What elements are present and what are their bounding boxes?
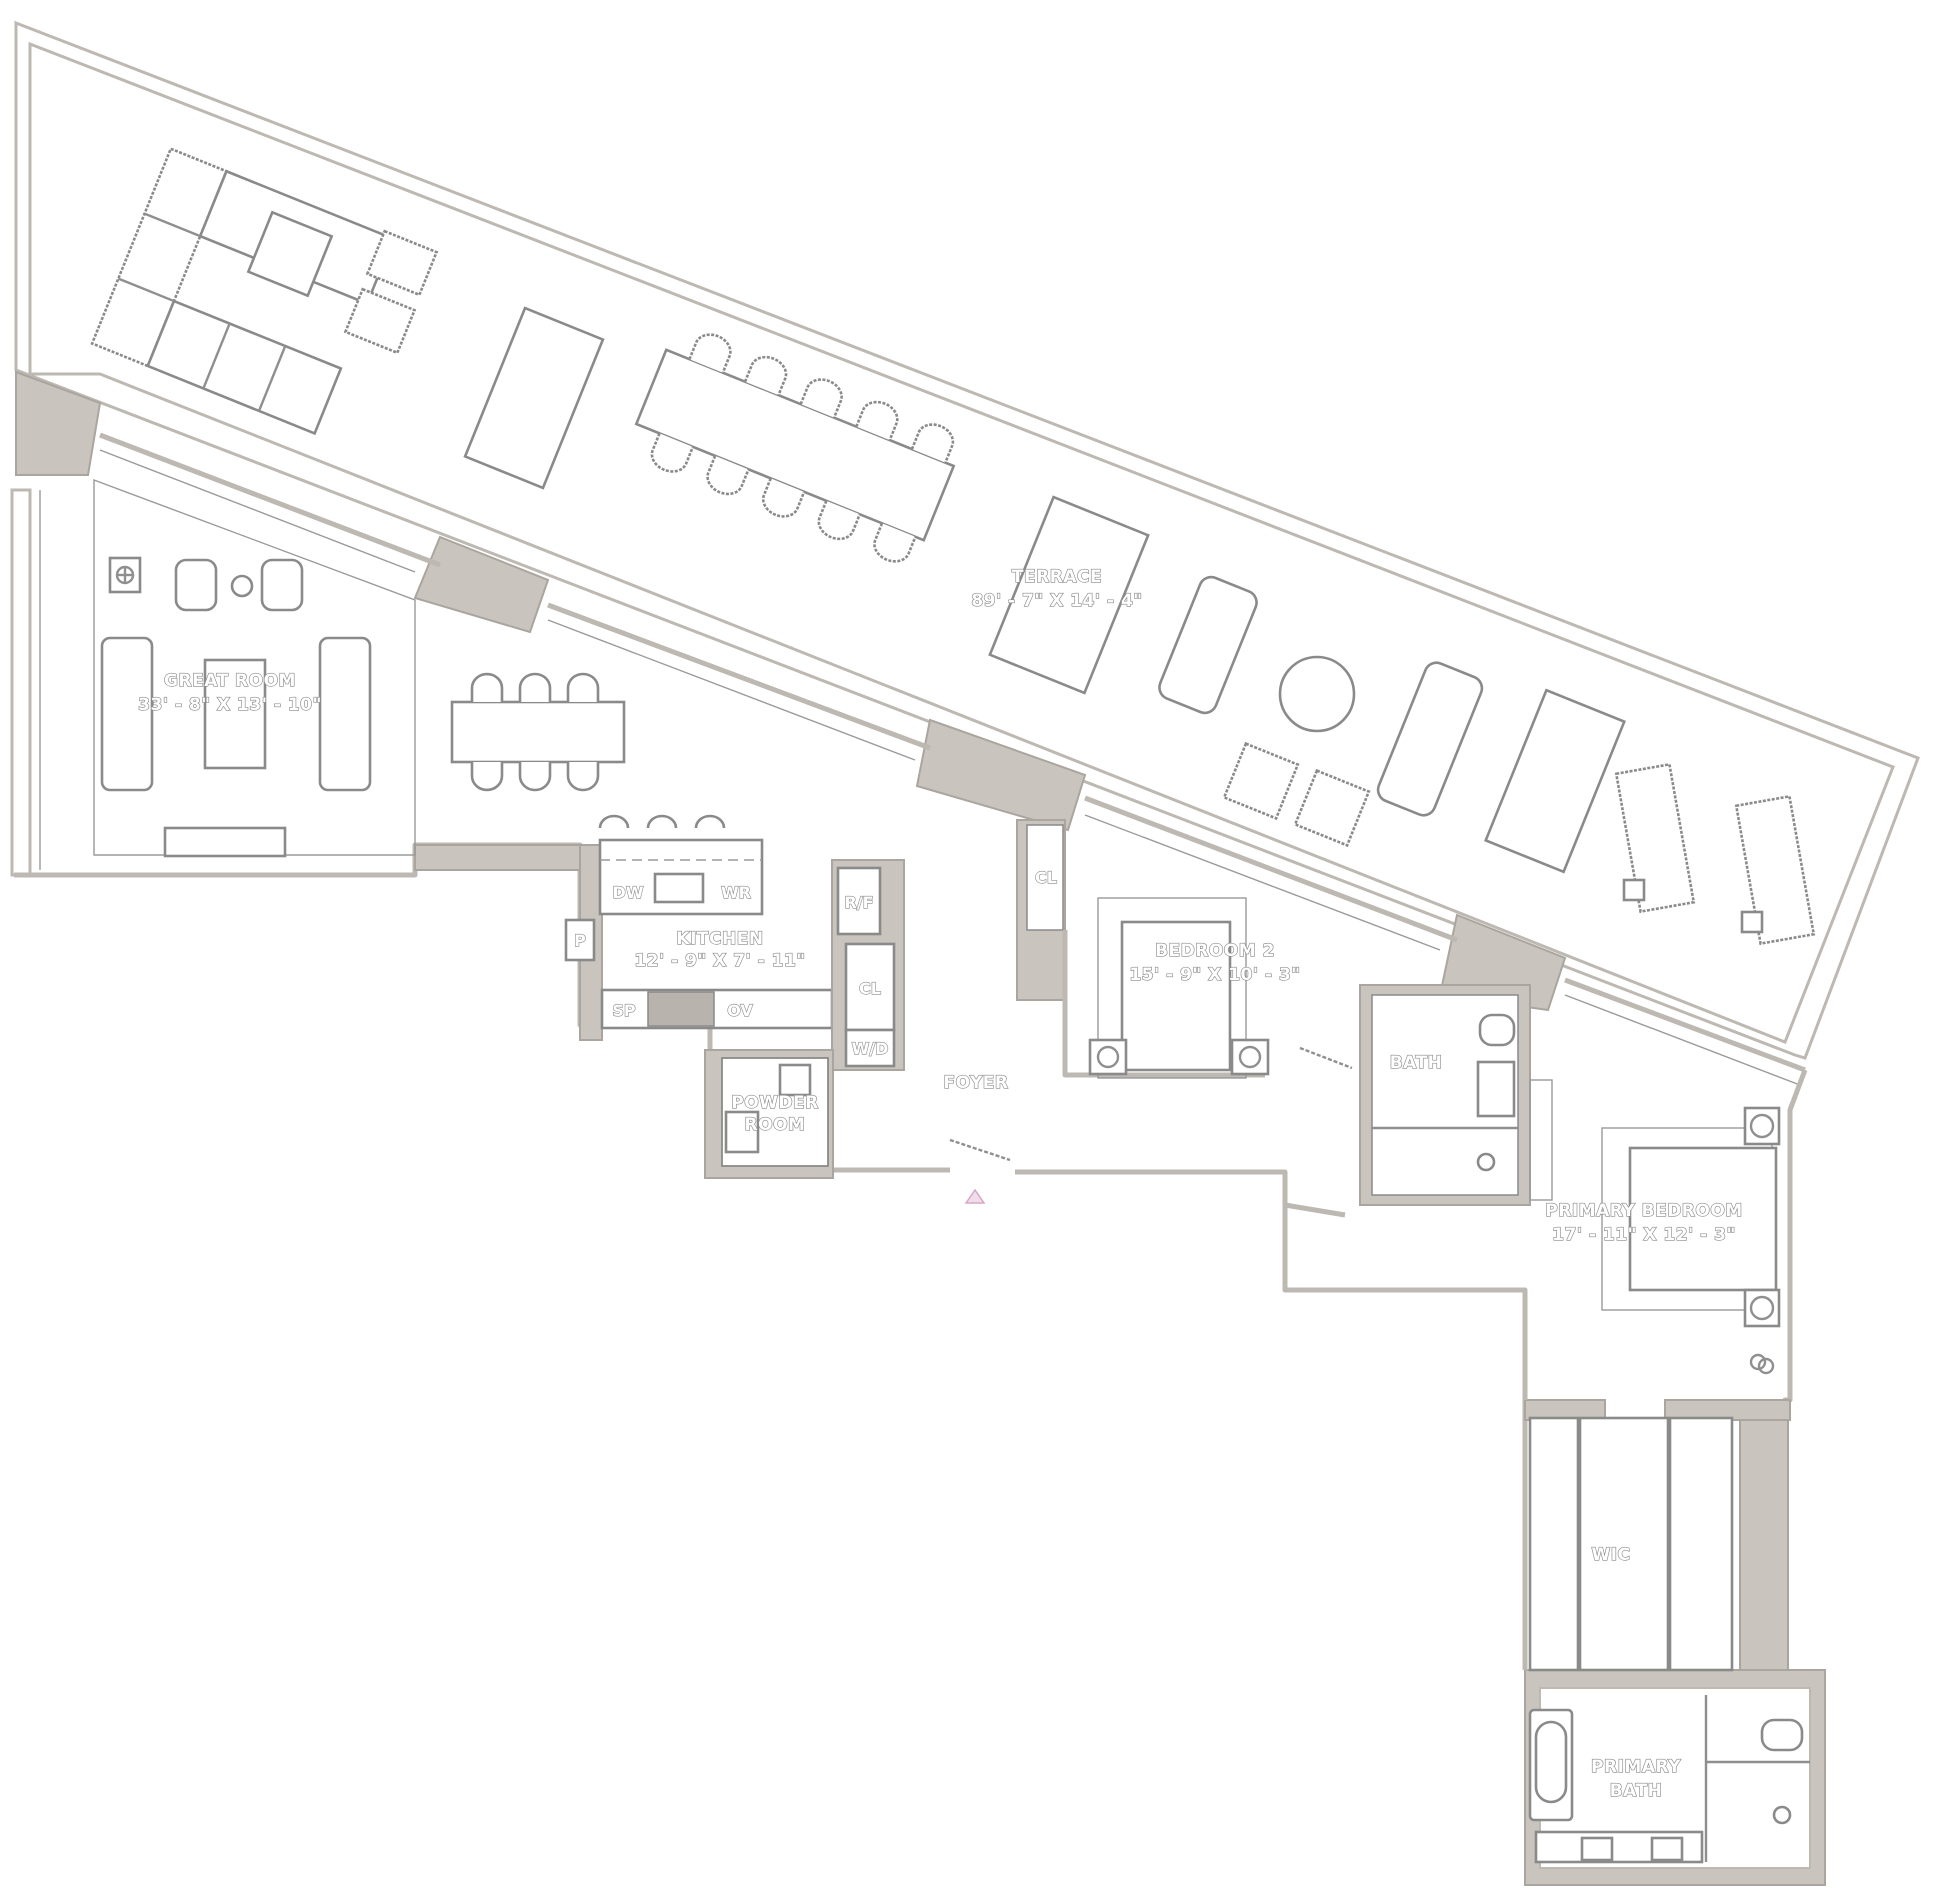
primary-bath-label-line1: PRIMARY — [1591, 1757, 1681, 1777]
bath-label: BATH — [1390, 1053, 1443, 1073]
primary-bath — [1528, 1695, 1810, 1864]
bedroom-2 — [1016, 819, 1353, 1079]
kitchen — [564, 814, 905, 1071]
wic-label: WIC — [1591, 1545, 1630, 1565]
walk-in-closet — [1528, 1416, 1734, 1672]
fixture-labels: DW WR SP OV R/F CL W/D P CL — [574, 867, 1058, 1058]
bedroom-2-label: BEDROOM 2 — [1155, 941, 1275, 961]
great-room-dims: 33' - 8" X 13' - 10" — [138, 695, 322, 715]
powder-room — [704, 1049, 834, 1179]
washer-dryer-label: W/D — [852, 1039, 889, 1058]
pantry-label: P — [574, 931, 586, 950]
primary-bath-label-line2: BATH — [1610, 1781, 1663, 1801]
great-room-label: GREAT ROOM — [164, 671, 296, 691]
primary-bedroom-label: PRIMARY BEDROOM — [1545, 1201, 1742, 1221]
powder-room-label-line1: POWDER — [731, 1093, 818, 1113]
room-labels: TERRACE 89' - 7" X 14' - 4" GREAT ROOM 3… — [138, 566, 1743, 1801]
kitchen-closet-label: CL — [859, 979, 881, 998]
great-room — [93, 478, 626, 858]
entry-door — [949, 1138, 1011, 1204]
primary-bedroom-dims: 17' - 11" X 12' - 3" — [1552, 1225, 1736, 1245]
terrace — [14, 20, 1920, 1060]
bedroom-2-closet-label: CL — [1035, 868, 1057, 887]
entry-marker-icon — [964, 1188, 986, 1204]
oven-label: OV — [727, 1001, 753, 1020]
primary-bedroom — [1601, 1106, 1781, 1375]
bath — [1359, 984, 1553, 1206]
bedroom-2-dims: 15' - 9" X 10' - 3" — [1129, 965, 1300, 985]
terrace-furniture — [90, 147, 1816, 946]
foyer-label: FOYER — [944, 1073, 1009, 1093]
kitchen-label: KITCHEN — [676, 929, 763, 949]
kitchen-dims: 12' - 9" X 7' - 11" — [634, 951, 805, 971]
terrace-label: TERRACE — [1012, 567, 1102, 587]
dishwasher-label: DW — [613, 883, 644, 902]
refrigerator-freezer-label: R/F — [844, 893, 873, 912]
wine-refrigerator-label: WR — [721, 883, 751, 902]
speed-oven-label: SP — [612, 1001, 636, 1020]
powder-room-label-line2: ROOM — [745, 1115, 806, 1135]
terrace-dims: 89' - 7" X 14' - 4" — [971, 591, 1142, 611]
